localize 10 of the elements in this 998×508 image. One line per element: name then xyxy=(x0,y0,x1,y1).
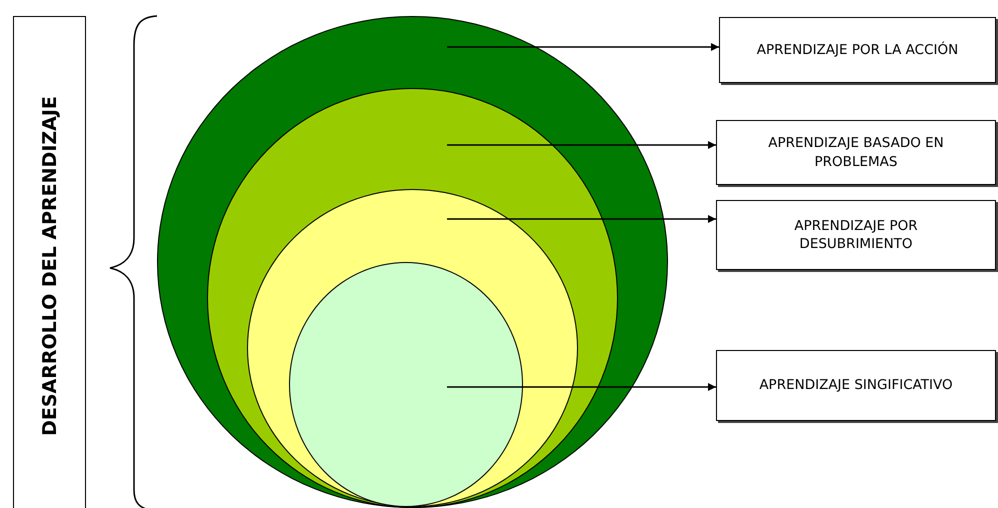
title-box xyxy=(13,16,86,508)
arrow xyxy=(447,215,716,223)
label-box: APRENDIZAJE POR LA ACCIÓN xyxy=(719,17,996,83)
arrow xyxy=(447,43,719,51)
label-box: APRENDIZAJE BASADO EN PROBLEMAS xyxy=(716,120,996,185)
label-box: APRENDIZAJE POR DESUBRIMIENTO xyxy=(716,200,996,270)
arrow xyxy=(447,383,716,391)
label-box: APRENDIZAJE SINGIFICATIVO xyxy=(716,350,996,421)
arrow xyxy=(447,141,716,149)
title-text: DESARROLLO DEL APRENDIZAJE xyxy=(38,96,60,436)
